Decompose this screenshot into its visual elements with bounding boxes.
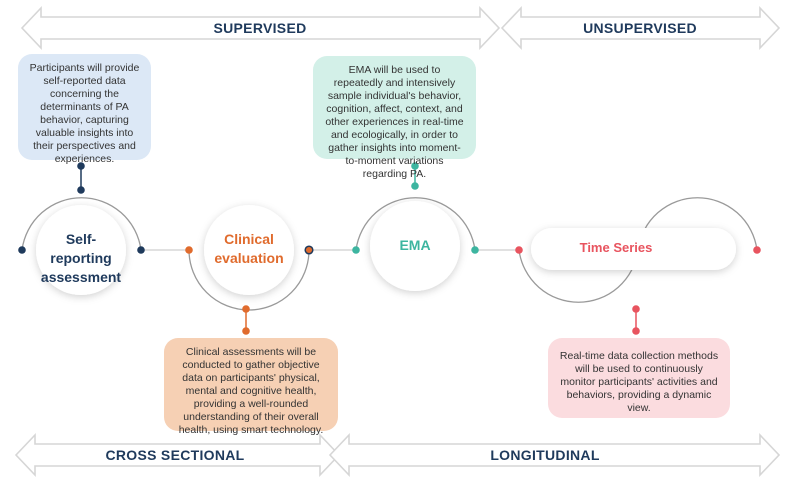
time-series-pill bbox=[531, 228, 736, 270]
time-series-arc-right bbox=[637, 197, 758, 251]
clinical-description: Clinical assessments will be conducted t… bbox=[164, 338, 338, 436]
supervised-label: SUPERVISED bbox=[213, 20, 307, 36]
dot bbox=[411, 162, 419, 170]
dot bbox=[411, 182, 419, 190]
dot bbox=[352, 246, 360, 254]
dot bbox=[137, 246, 145, 254]
dot bbox=[471, 246, 479, 254]
self-reporting-description: Participants will provide self-reported … bbox=[18, 54, 151, 165]
self-reporting-circle bbox=[36, 205, 126, 295]
time-series-arc-left bbox=[518, 249, 639, 303]
self-reporting-dots bbox=[18, 162, 145, 254]
dot bbox=[77, 162, 85, 170]
self-reporting-arc bbox=[21, 197, 142, 251]
dot bbox=[632, 327, 640, 335]
dot bbox=[753, 246, 761, 254]
dot bbox=[632, 305, 640, 313]
clinical-dots bbox=[185, 245, 314, 335]
clinical-circle bbox=[204, 205, 294, 295]
supervised-arrow bbox=[20, 5, 501, 51]
ema-circle bbox=[370, 201, 460, 291]
unsupervised-arrow bbox=[500, 5, 781, 51]
ema-dots bbox=[352, 162, 479, 254]
cross-sectional-label: CROSS SECTIONAL bbox=[105, 447, 245, 463]
dot bbox=[18, 246, 26, 254]
ema-arc bbox=[355, 197, 476, 251]
longitudinal-label: LONGITUDINAL bbox=[490, 447, 600, 463]
time-series-description: Real-time data collection methods will b… bbox=[548, 338, 730, 418]
dot bbox=[242, 327, 250, 335]
ema-description: EMA will be used to repeatedly and inten… bbox=[313, 56, 476, 180]
time-series-label: Time Series bbox=[579, 240, 653, 255]
dot bbox=[515, 246, 523, 254]
dot bbox=[304, 245, 314, 255]
ema-label: EMA bbox=[399, 237, 431, 253]
dot bbox=[185, 246, 193, 254]
clinical-label: Clinical evaluation bbox=[214, 231, 284, 266]
self-reporting-label: Self-reporting assessment bbox=[40, 231, 122, 285]
longitudinal-arrow bbox=[328, 432, 781, 478]
unsupervised-label: UNSUPERVISED bbox=[583, 20, 697, 36]
time-series-dots bbox=[515, 246, 761, 335]
dot bbox=[77, 186, 85, 194]
dot bbox=[242, 305, 250, 313]
